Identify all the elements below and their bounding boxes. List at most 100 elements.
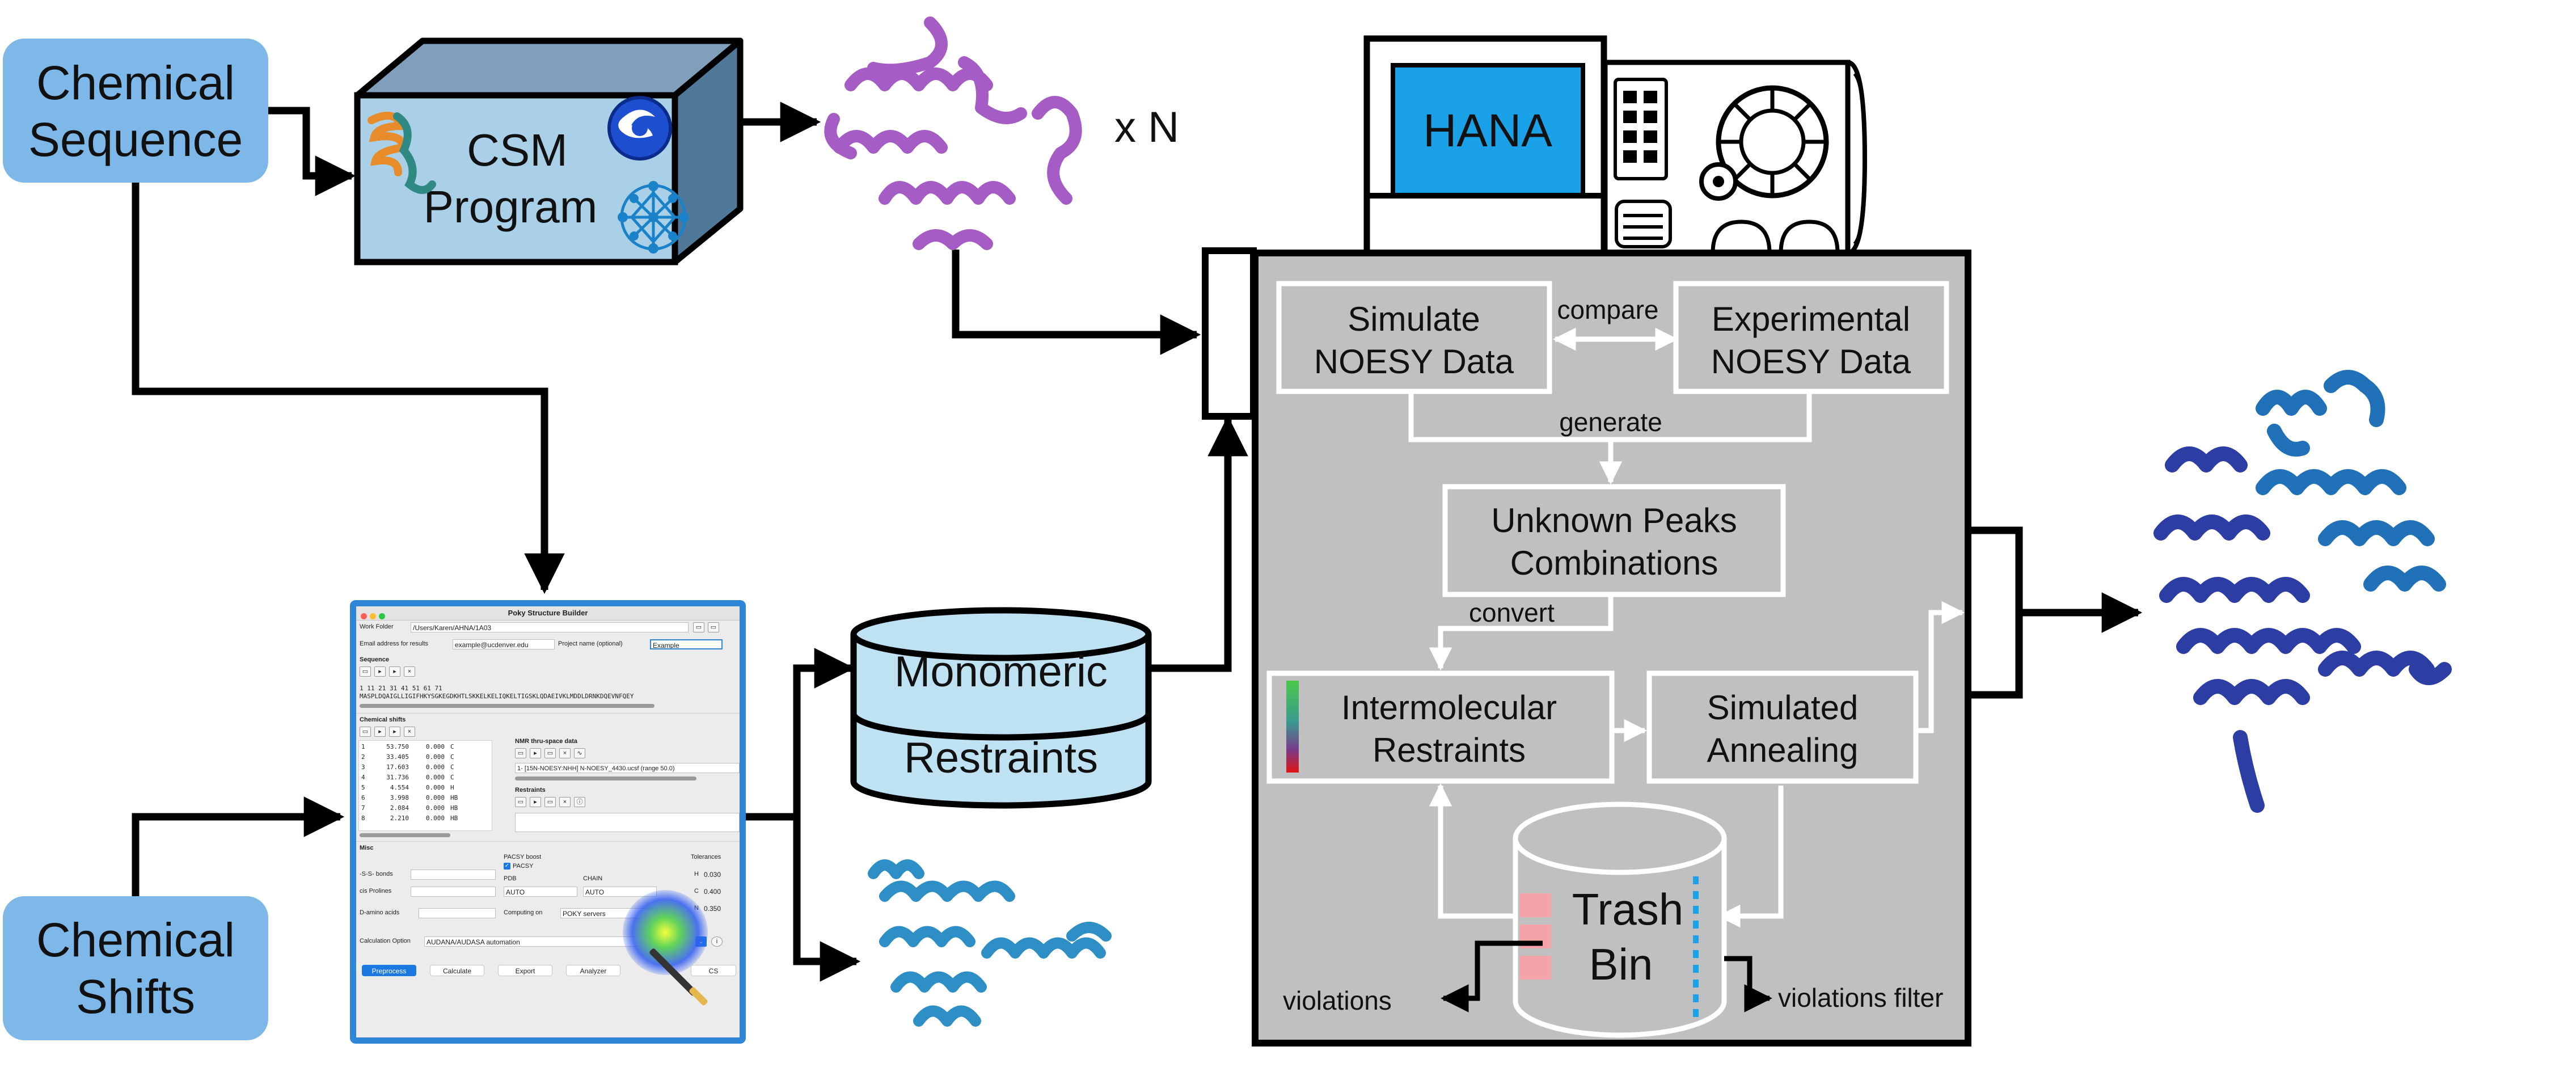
cs-scrollbar[interactable] <box>360 833 450 837</box>
unknown-peaks-line2: Combinations <box>1510 544 1718 582</box>
calculate-button[interactable]: Calculate <box>430 965 484 976</box>
cis-prolines-input[interactable] <box>411 887 496 897</box>
seq-clear-icon[interactable]: × <box>404 666 415 677</box>
bracket-output <box>1971 526 2023 699</box>
computing-label: Computing on <box>504 909 543 916</box>
arrow-annealing-to-bin <box>1717 786 1784 928</box>
table-cell: 2.210 <box>390 815 409 822</box>
restraints-label: Restraints <box>904 734 1098 782</box>
nmr-spectrum-icon[interactable]: ∿ <box>574 748 585 758</box>
table-cell: 4 <box>361 774 365 781</box>
sequence-label: Sequence <box>360 656 389 663</box>
cs-button[interactable]: CS <box>691 965 736 976</box>
restraints-list[interactable] <box>515 813 740 832</box>
wand-tip <box>688 986 709 1007</box>
pdb-input[interactable]: AUTO <box>504 887 577 897</box>
hana-workflow-panel: Simulate NOESY Data Experimental NOESY D… <box>1252 250 1971 1047</box>
violations-label: violations <box>1283 986 1392 1015</box>
experimental-noesy-line2: NOESY Data <box>1711 343 1911 381</box>
ss-bonds-label: -S-S- bonds <box>360 871 393 877</box>
cs-open-icon[interactable]: ▭ <box>360 727 371 737</box>
analyzer-button[interactable]: Analyzer <box>566 965 620 976</box>
arrow-sequence-to-poky <box>132 183 565 594</box>
rst-folder-icon[interactable]: ▭ <box>544 797 556 807</box>
sequence-text[interactable]: MASPLDQAIGLLIGIFHKYSGKEGDKHTLSKKELKELIQK… <box>360 693 634 700</box>
folder-open-icon[interactable]: ▭ <box>693 622 704 632</box>
ss-bonds-input[interactable] <box>411 870 496 880</box>
x-n-label: x N <box>1114 103 1179 151</box>
seq-import-icon[interactable]: ▸ <box>374 666 386 677</box>
table-cell: HB <box>450 794 458 801</box>
rst-import-icon[interactable]: ▸ <box>530 797 541 807</box>
rst-open-icon[interactable]: ▭ <box>515 797 526 807</box>
pacsy-checkbox[interactable]: ✓PACSY <box>504 863 533 870</box>
d-amino-input[interactable] <box>419 908 496 918</box>
table-cell: 4.554 <box>390 784 409 791</box>
tol-h-label: H <box>694 871 699 877</box>
simulate-noesy-line2: NOESY Data <box>1314 343 1514 381</box>
table-cell: 3 <box>361 763 365 771</box>
rst-clear-icon[interactable]: × <box>559 797 571 807</box>
poky-title: Poky Structure Builder <box>508 609 588 617</box>
table-cell: 0.000 <box>425 763 445 771</box>
minimize-dot-icon[interactable] <box>370 613 376 619</box>
trash-label: Trash <box>1572 884 1684 934</box>
tol-c-input[interactable]: 0.400 <box>704 888 721 896</box>
tol-h-input[interactable]: 0.030 <box>704 871 721 879</box>
seq-save-icon[interactable]: ▸ <box>389 666 400 677</box>
tol-n-input[interactable]: 0.350 <box>704 905 721 913</box>
preprocess-button[interactable]: Preprocess <box>362 965 416 976</box>
nmr-scrollbar[interactable] <box>515 777 696 780</box>
cs-save-icon[interactable]: ▸ <box>389 727 400 737</box>
table-cell: HB <box>450 804 458 812</box>
cs-import-icon[interactable]: ▸ <box>374 727 386 737</box>
email-input[interactable]: example@ucdenver.edu <box>453 639 555 649</box>
nmr-data-input[interactable]: 1- [15N-NOESY:NHH] N-NOESY_4430.ucsf (ra… <box>515 763 740 773</box>
chemical-shifts-box: Chemical Shifts <box>3 896 268 1040</box>
sequence-ruler: 1 11 21 31 41 51 61 71 <box>360 685 442 692</box>
chemical-shifts-line1: Chemical <box>36 913 235 967</box>
close-dot-icon[interactable] <box>361 613 367 619</box>
csm-program-box: CSM Program <box>354 37 744 265</box>
arrow-violations <box>1441 940 1543 1012</box>
nmr-clear-icon[interactable]: × <box>559 748 571 758</box>
cs-clear-icon[interactable]: × <box>404 727 415 737</box>
maximize-dot-icon[interactable] <box>379 613 385 619</box>
sequence-scrollbar[interactable] <box>360 704 654 708</box>
intermolecular-restraints-box <box>1266 670 1615 784</box>
unknown-peaks-box <box>1442 484 1786 597</box>
chain-input[interactable]: AUTO <box>583 887 657 897</box>
intermolecular-line2: Restraints <box>1373 731 1526 769</box>
monomeric-restraints-db: Monomeric Restraints <box>850 607 1152 809</box>
project-input[interactable]: Example <box>650 639 723 649</box>
arrow-structures-to-hana <box>952 250 1201 355</box>
simulated-annealing-line2: Annealing <box>1707 731 1859 769</box>
work-folder-input[interactable]: /Users/Karen/AHNA/1A03 <box>411 622 689 632</box>
folder-browse-icon[interactable]: ▭ <box>708 622 719 632</box>
rst-info-icon[interactable]: ⓘ <box>574 797 585 807</box>
table-cell: C <box>450 743 454 750</box>
table-cell: C <box>450 753 454 761</box>
info-icon[interactable]: i <box>711 936 723 947</box>
table-cell: 0.000 <box>425 774 445 781</box>
neural-network-icon <box>618 181 689 254</box>
nmr-folder-icon[interactable]: ▭ <box>544 748 556 758</box>
nmr-import-icon[interactable]: ▸ <box>530 748 541 758</box>
protein-ribbon-icon <box>368 112 436 194</box>
export-button[interactable]: Export <box>498 965 552 976</box>
nmr-open-icon[interactable]: ▭ <box>515 748 526 758</box>
seq-open-icon[interactable]: ▭ <box>360 666 371 677</box>
arrow-poky-to-monomer <box>793 817 861 982</box>
table-cell: 53.750 <box>386 743 409 750</box>
violations-filter-label: violations filter <box>1778 983 1943 1012</box>
table-cell: 0.000 <box>425 753 445 761</box>
